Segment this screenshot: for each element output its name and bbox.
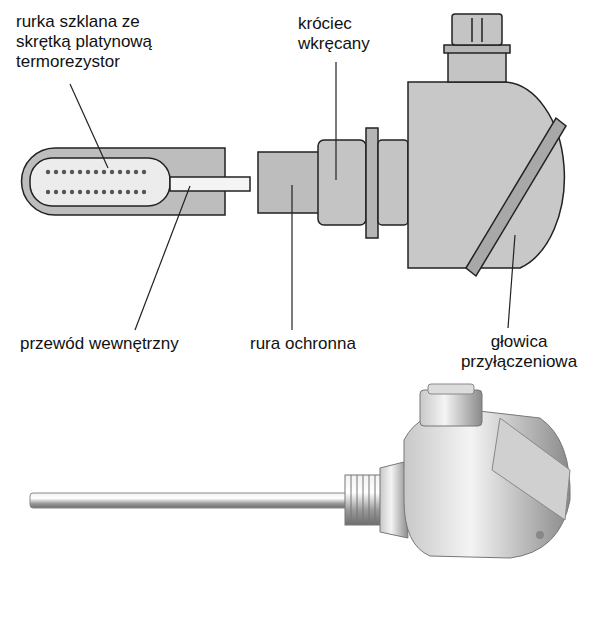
- leader-lines: [70, 62, 515, 330]
- sensor-photo: [30, 384, 570, 558]
- part-label: rura ochronna: [250, 334, 380, 354]
- part-label: przewód wewnętrzny: [20, 334, 220, 354]
- part-label: rurka szklana ze skrętką platynową termo…: [16, 12, 196, 72]
- part-label: króciec wkręcany: [298, 14, 382, 54]
- part-label: głowica przyłączeniowa: [452, 332, 586, 372]
